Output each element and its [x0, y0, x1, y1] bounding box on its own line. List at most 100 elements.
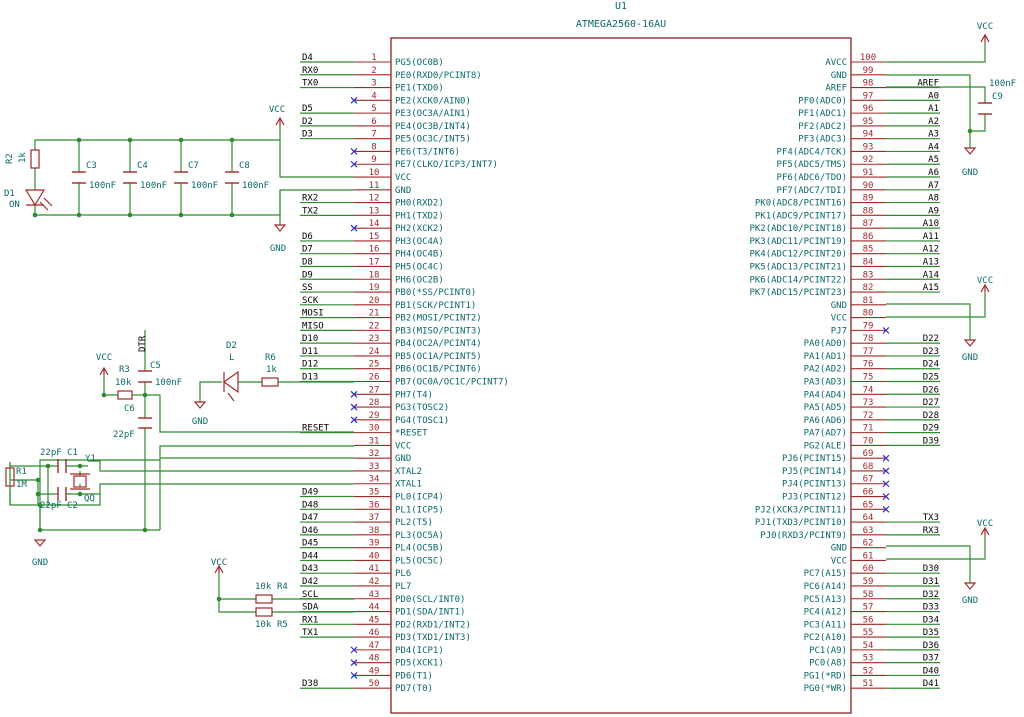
no-connect-flag	[350, 148, 358, 155]
pin-name: PJ3(PCINT12)	[782, 493, 847, 503]
pin-name: PG4(TOSC1)	[395, 416, 449, 426]
reset-wiring	[40, 330, 354, 531]
pin-name: PD7(T0)	[395, 684, 433, 694]
net-label: SCL	[302, 590, 318, 600]
pin-number: 15	[369, 232, 380, 242]
net-label: D35	[923, 628, 939, 638]
pin-number: 95	[863, 117, 874, 127]
pin-number: 50	[369, 679, 380, 689]
pin-number: 31	[369, 436, 380, 446]
net-label: A13	[923, 257, 939, 267]
net-label: D34	[923, 615, 939, 625]
pin-name: PE4(OC3B/INT4)	[395, 122, 471, 132]
net-label: A14	[923, 270, 939, 280]
pin-number: 7	[371, 130, 376, 140]
pin-name: PJ7	[831, 326, 847, 336]
net-label: D24	[923, 360, 939, 370]
no-connect-flag	[882, 480, 890, 488]
net-label: SDA	[302, 603, 319, 613]
pin-name: PF0(ADC0)	[798, 96, 847, 106]
capacitor-c2	[57, 487, 67, 501]
net-label: SS	[302, 283, 313, 293]
ic-part-number: ATMEGA2560-16AU	[576, 19, 666, 30]
pin-name: PK2(ADC10/PCINT18)	[749, 224, 847, 234]
no-connect-flag	[350, 390, 358, 398]
c3-value: 100nF	[89, 181, 116, 191]
net-label: A6	[928, 168, 939, 178]
crystal-y1	[70, 473, 90, 490]
pin-name: PC6(A14)	[804, 582, 847, 592]
no-connect-flag	[350, 224, 358, 232]
net-label: D46	[302, 526, 318, 536]
net-label: D7	[302, 245, 313, 255]
pin-number: 51	[863, 679, 874, 689]
pin-name: PL6	[395, 569, 411, 579]
pin-name: PH6(OC2B)	[395, 275, 444, 285]
pin-name: PK5(ADC13/PCINT21)	[749, 262, 847, 272]
r2-value: 1k	[18, 152, 28, 163]
pin-number: 46	[369, 628, 380, 638]
pin-name: PL4(OC5B)	[395, 544, 444, 554]
pin-number: 5	[371, 104, 376, 114]
pin-name: PJ2(XCK3/PCINT11)	[755, 505, 847, 515]
junction	[216, 596, 222, 602]
pin-name: PD4(ICP1)	[395, 646, 444, 656]
net-label: D23	[923, 347, 939, 357]
net-label: A15	[923, 283, 939, 293]
pin-number: 43	[369, 590, 380, 600]
gnd-label: GND	[962, 596, 978, 606]
pin-number: 84	[863, 257, 874, 267]
pin-number: 64	[863, 513, 874, 523]
pin-name: PB0(*SS/PCINT0)	[395, 288, 476, 298]
pin-name: PJ5(PCINT14)	[782, 467, 847, 477]
pin-name: PA1(AD1)	[804, 352, 847, 362]
net-label: D25	[923, 373, 939, 383]
d2-ref: D2	[226, 341, 237, 351]
pin-number: 58	[863, 590, 874, 600]
net-label: RX3	[923, 526, 939, 536]
r1-value: 1M	[16, 480, 27, 490]
net-label: D10	[302, 334, 318, 344]
vcc-symbol	[214, 564, 224, 574]
pin-number: 65	[863, 500, 874, 510]
pin-number: 3	[371, 79, 376, 89]
net-label: A12	[923, 245, 939, 255]
c5-value: 100nF	[155, 378, 182, 388]
pin-name: PD3(TXD1/INT3)	[395, 633, 471, 643]
no-connect-flag	[350, 646, 358, 654]
crystal-junctions	[35, 463, 83, 508]
pin-name: PH4(OC4B)	[395, 250, 444, 260]
pin-number: 6	[371, 117, 376, 127]
y1-ref: Y1	[85, 454, 96, 464]
pin-name: PG0(*WR)	[804, 684, 847, 694]
pin-number: 10	[369, 168, 380, 178]
net-label: D22	[923, 334, 939, 344]
r2-ref: R2	[5, 153, 15, 164]
r6-value: 1k	[266, 365, 277, 375]
dtr-label: DTR	[138, 335, 148, 352]
pin-number: 78	[863, 334, 874, 344]
pin-number: 17	[369, 257, 380, 267]
vcc-label: VCC	[269, 105, 285, 115]
pin-name: PF5(ADC5/TMS)	[777, 160, 847, 170]
